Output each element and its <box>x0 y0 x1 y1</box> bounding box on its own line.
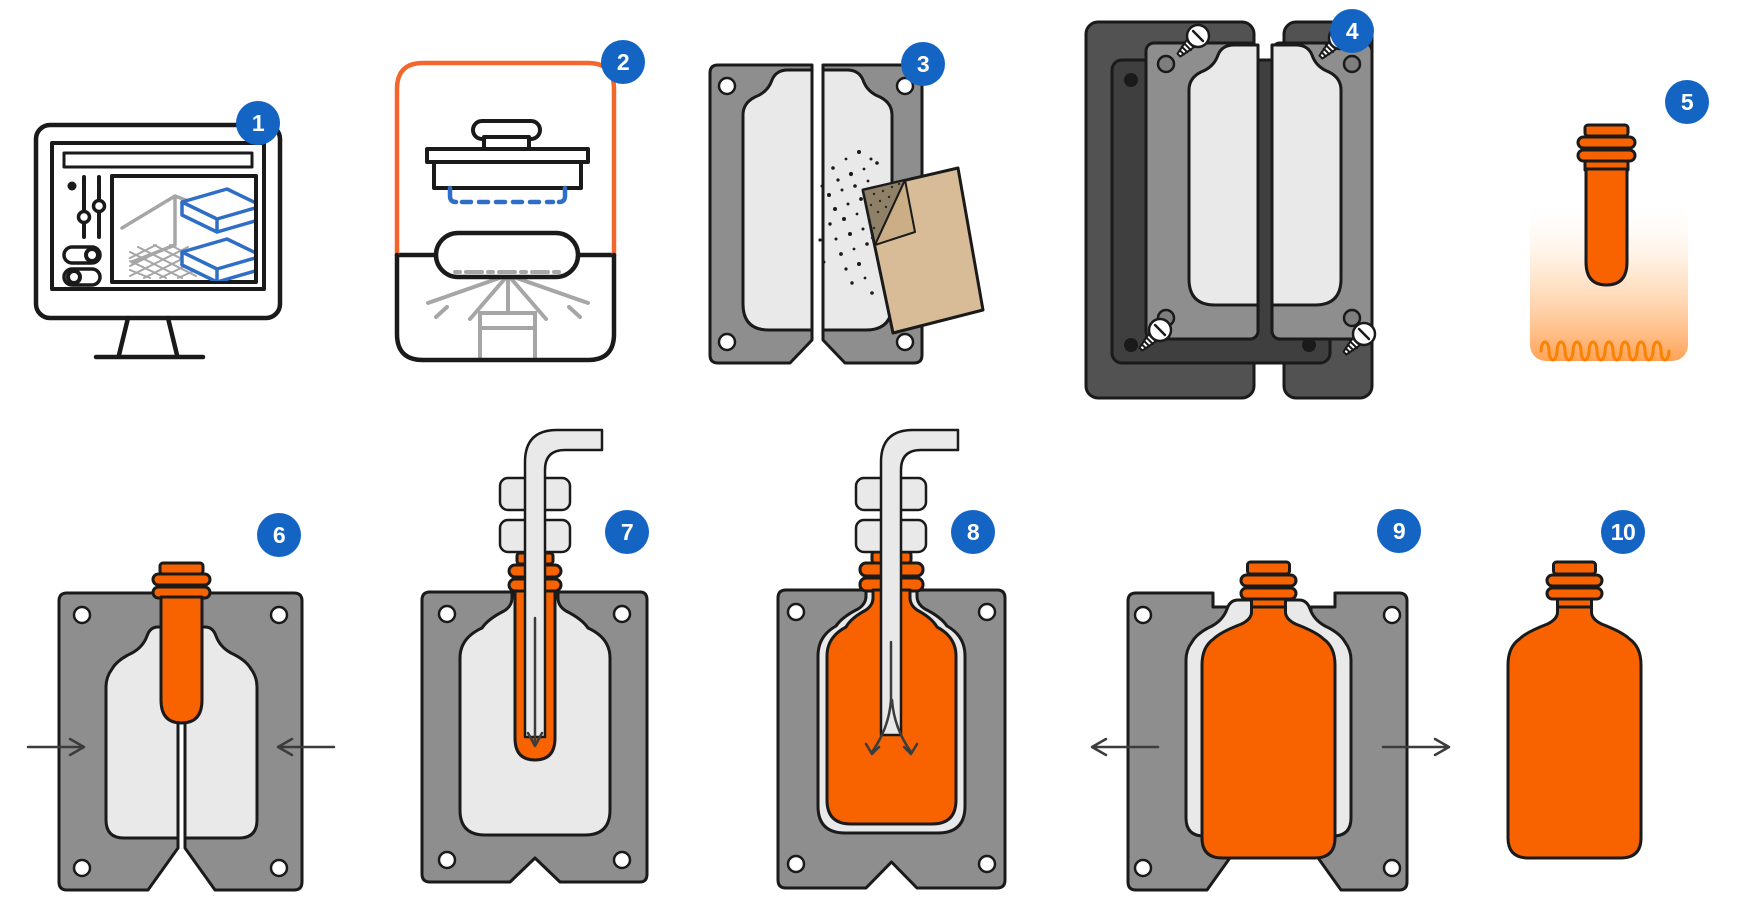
closing-mold-right <box>183 591 304 892</box>
light-engine <box>426 269 590 362</box>
cad-side-panel <box>62 175 107 287</box>
iso-axes <box>120 194 217 264</box>
step-2-illustration <box>394 60 617 363</box>
closing-arrow-left <box>26 737 86 757</box>
air-tube-blow-pin <box>523 428 604 739</box>
build-platform <box>425 119 590 190</box>
air-tube-blow-pin <box>879 428 960 737</box>
grit-dots <box>867 182 901 240</box>
step-badge-6: 6 <box>257 513 301 557</box>
slider-knob <box>76 209 92 225</box>
step-6-illustration <box>26 561 336 892</box>
step-badge-2: 2 <box>601 40 645 84</box>
step-7-illustration <box>420 428 649 884</box>
step-badge-1: 1 <box>236 101 280 145</box>
opening-arrow-right <box>1381 737 1451 757</box>
step-badge-4: 4 <box>1330 9 1374 53</box>
dust-specks <box>818 150 879 295</box>
mounted-mold-left <box>1144 41 1260 341</box>
floor-grid <box>129 244 197 279</box>
preform-icon <box>1576 123 1637 287</box>
air-flow-arrow <box>526 616 544 748</box>
step-badge-3: 3 <box>901 42 945 86</box>
sandpaper-icon <box>861 166 985 335</box>
step-3-illustration <box>708 63 985 365</box>
printer-icon <box>394 60 617 363</box>
step-badge-7: 7 <box>605 510 649 554</box>
finished-bottle <box>1506 560 1643 860</box>
mounted-mold-right <box>1270 41 1374 341</box>
air-expand-arrows <box>864 640 919 756</box>
step-9-illustration <box>1090 560 1451 892</box>
printer-base-outline <box>394 252 617 363</box>
step-badge-5: 5 <box>1665 80 1709 124</box>
step-8-illustration <box>776 428 1007 890</box>
closing-arrow-right <box>276 737 336 757</box>
cad-viewport <box>110 174 258 284</box>
step-1-illustration <box>33 122 283 360</box>
toolbar-bar <box>62 151 254 169</box>
step-badge-8: 8 <box>951 510 995 554</box>
step-4-illustration <box>1084 19 1381 400</box>
cad-part-slabs <box>180 187 254 281</box>
opening-arrow-left <box>1090 737 1160 757</box>
mold-half-left <box>708 63 814 365</box>
printed-part-layers <box>447 185 568 205</box>
step-badge-9: 9 <box>1377 509 1421 553</box>
step-5-illustration <box>1530 123 1688 362</box>
heater-coil <box>1539 340 1671 362</box>
step-badge-10: 10 <box>1601 510 1645 554</box>
step-10-illustration <box>1506 560 1643 860</box>
slider-knob <box>91 198 107 214</box>
resin-tank <box>433 230 581 280</box>
preform-icon <box>151 561 212 725</box>
